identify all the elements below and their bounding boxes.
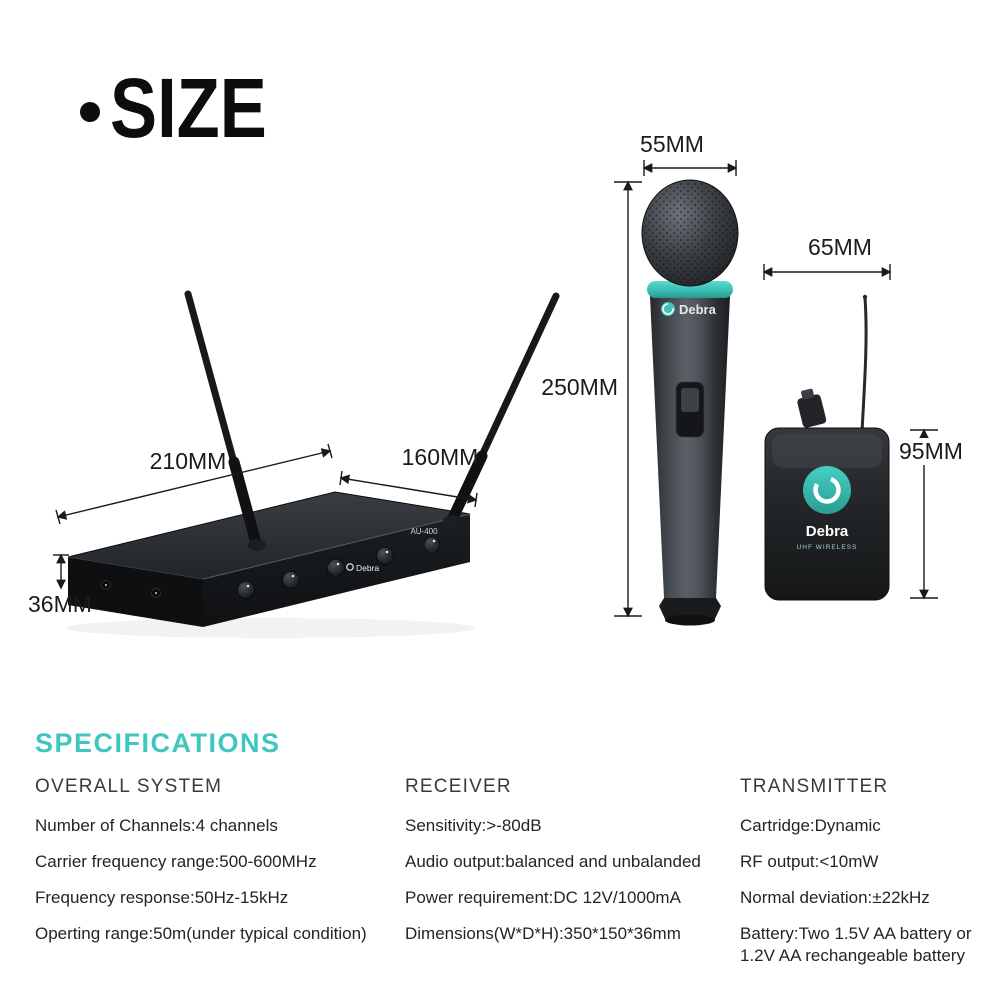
mic-tail-cap bbox=[659, 598, 721, 621]
spec-item: Sensitivity:>-80dB bbox=[405, 816, 542, 835]
mic-teal-ring bbox=[647, 281, 733, 298]
dim-label-mic-diameter: 55MM bbox=[640, 131, 704, 157]
microphone-illustration: Debra bbox=[641, 179, 739, 626]
specifications-heading: SPECIFICATIONS bbox=[35, 728, 281, 758]
receiver-left-face bbox=[68, 557, 203, 627]
spec-column-title: OVERALL SYSTEM bbox=[35, 776, 223, 797]
microphone-brand-text: Debra bbox=[679, 302, 717, 317]
size-title: SIZE bbox=[110, 61, 267, 155]
receiver-brand-text: Debra bbox=[356, 563, 379, 573]
receiver-knobs bbox=[237, 536, 441, 599]
bullet-icon bbox=[80, 102, 100, 122]
bodypack-brand-logo-icon bbox=[803, 466, 851, 514]
bodypack-subtitle-text: UHF WIRELESS bbox=[797, 544, 858, 551]
spec-item: Normal deviation:±22kHz bbox=[740, 888, 930, 908]
receiver-illustration: Debra AU-400 bbox=[65, 290, 560, 638]
spec-item: RF output:<10mW bbox=[740, 852, 879, 872]
receiver-dimension-lines bbox=[53, 443, 478, 590]
dim-label-receiver-height: 36MM bbox=[28, 591, 92, 617]
spec-item: Operting range:50m(under typical conditi… bbox=[35, 924, 367, 944]
dim-label-receiver-depth: 160MM bbox=[401, 444, 479, 470]
mic-body bbox=[650, 296, 730, 598]
spec-column-overall-system: OVERALL SYSTEM Number of Channels:4 chan… bbox=[35, 776, 405, 959]
spec-item: Battery:Two 1.5V AA battery or 1.2V AA r… bbox=[740, 924, 972, 966]
spec-item: Audio output:balanced and unbalanded bbox=[405, 852, 701, 872]
receiver-antenna-right bbox=[443, 292, 560, 527]
bodypack-antenna bbox=[860, 296, 868, 434]
mic-dimension-lines bbox=[614, 160, 738, 618]
spec-item: Power requirement:DC 12V/1000mA bbox=[405, 888, 681, 908]
spec-column-receiver: RECEIVER Sensitivity:>-80dB Audio output… bbox=[405, 776, 735, 959]
receiver-shadow bbox=[65, 618, 475, 638]
spec-item: Frequency response:50Hz-15kHz bbox=[35, 888, 289, 908]
dim-label-bodypack-height: 95MM bbox=[896, 438, 966, 465]
receiver-brand-logo-icon bbox=[346, 563, 354, 571]
spec-column-title: RECEIVER bbox=[405, 776, 512, 797]
dim-label-bodypack-width: 65MM bbox=[808, 234, 872, 260]
spec-item: Carrier frequency range:500-600MHz bbox=[35, 852, 317, 872]
spec-item: Cartridge:Dynamic bbox=[740, 816, 881, 835]
bodypack-illustration: Debra UHF WIRELESS bbox=[764, 294, 890, 601]
spec-column-transmitter: TRANSMITTER Cartridge:Dynamic RF output:… bbox=[740, 776, 996, 981]
dim-label-receiver-length: 210MM bbox=[149, 448, 227, 474]
bodypack-plug bbox=[797, 388, 827, 428]
receiver-jacks bbox=[101, 580, 161, 598]
dim-label-mic-length: 250MM bbox=[541, 374, 618, 400]
spec-item: Number of Channels:4 channels bbox=[35, 816, 278, 835]
spec-item: Dimensions(W*D*H):350*150*36mm bbox=[405, 924, 681, 944]
spec-column-title: TRANSMITTER bbox=[740, 776, 889, 797]
bodypack-brand-text: Debra bbox=[806, 523, 849, 540]
receiver-model-text: AU-400 bbox=[410, 527, 438, 536]
